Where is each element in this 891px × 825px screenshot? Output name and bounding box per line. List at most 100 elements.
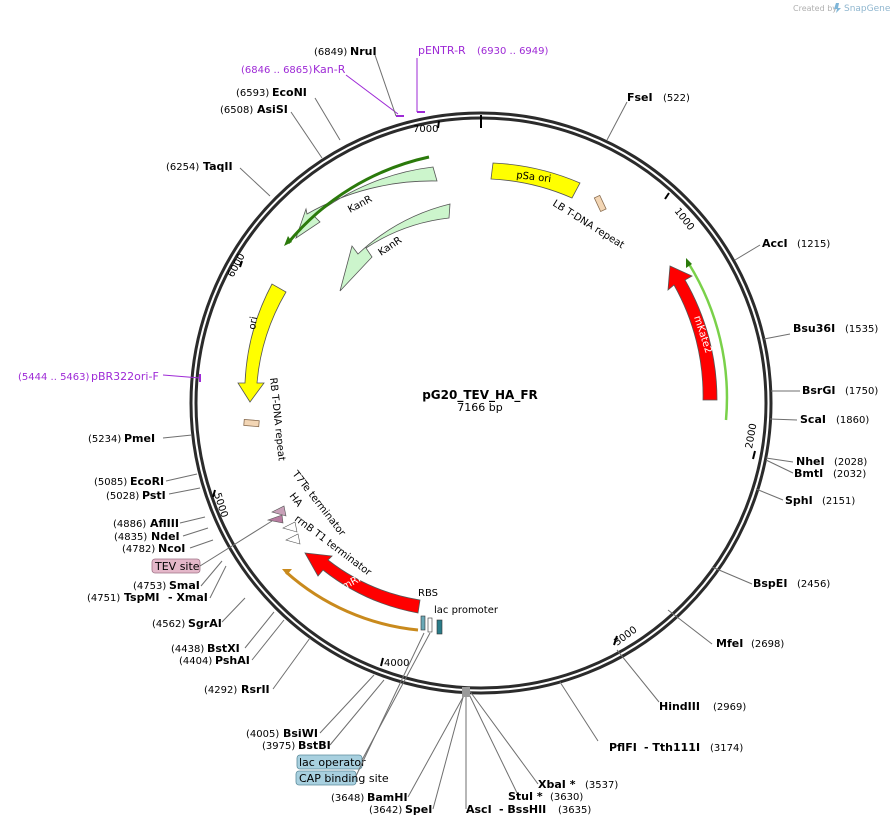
feature-rb-repeat-label: RB T-DNA repeat	[267, 377, 287, 461]
site-bamhi-name: BamHI	[367, 791, 408, 804]
site-mfei-pos: (2698)	[751, 639, 784, 650]
site-pflfi-pos: (3174)	[710, 743, 743, 754]
feature-mrfp1[interactable]	[304, 552, 421, 614]
site-bmti-pos: (2032)	[833, 469, 866, 480]
site-bsrgi-name: BsrGI	[802, 384, 835, 397]
site-acci-name: AccI	[762, 237, 788, 250]
primer-kan-r-leader	[345, 74, 399, 115]
feature-mkate2-orf-track-head	[686, 258, 692, 268]
site-asisi-name: AsiSI	[257, 103, 288, 116]
feature-kanr-inner[interactable]	[339, 203, 451, 292]
site-bsu36i-pos: (1535)	[845, 324, 878, 335]
ring-tick-mark	[664, 192, 670, 200]
ring-tick-mark	[239, 260, 243, 268]
site-ndei-pos: (4835)	[114, 532, 147, 543]
feature-mrfp1-orf-track-head	[282, 569, 292, 575]
site-tth111i-name: - Tth111I	[644, 741, 700, 754]
site-bstbi-name: BstBI	[298, 739, 331, 752]
site-sphi-pos: (2151)	[822, 496, 855, 507]
site-cut-marks	[462, 687, 470, 697]
site-bstbi-pos: (3975)	[262, 741, 295, 752]
site-fsei-pos: (522)	[663, 93, 690, 104]
ring-tick-mark	[437, 120, 440, 129]
feature-rbs[interactable]	[420, 615, 426, 631]
site-pflfi-name: PflFI	[609, 741, 637, 754]
ring-tick-label: 6000	[226, 252, 248, 280]
site-pshai-pos: (4404)	[179, 656, 212, 667]
site-rsrii-pos: (4292)	[204, 685, 237, 696]
site-bstxi-name: BstXI	[207, 642, 240, 655]
feature-rb-repeat[interactable]	[243, 418, 260, 428]
site-asci-name: AscI	[466, 803, 492, 816]
ring-tick-label: 2000	[744, 423, 759, 450]
feature-mkate2-orf-track	[687, 263, 729, 421]
site-ndei-name: NdeI	[151, 530, 180, 543]
primer-pbr322-range: (5444 .. 5463)	[18, 372, 90, 383]
ring-tick-label: 3000	[612, 625, 639, 649]
feature-rrnb-terminator[interactable]	[282, 521, 301, 545]
cap-site-label: CAP binding site	[299, 772, 389, 785]
site-bsrgi-pos: (1750)	[845, 386, 878, 397]
site-bmti-name: BmtI	[794, 467, 823, 480]
site-bsiwi-name: BsiWI	[283, 727, 318, 740]
site-rsrii-name: RsrII	[241, 683, 270, 696]
site-pmei-pos: (5234)	[88, 434, 121, 445]
feature-lb-repeat[interactable]	[593, 194, 607, 213]
feature-psa-ori[interactable]	[490, 162, 581, 199]
site-nhei-pos: (2028)	[834, 457, 867, 468]
site-bsshii-name: - BssHII	[499, 803, 546, 816]
site-xbai-name: XbaI *	[538, 778, 576, 791]
brand-label: SnapGene	[844, 4, 891, 14]
site-scai-pos: (1860)	[836, 415, 869, 426]
site-sphi-name: SphI	[785, 494, 813, 507]
backbone-ring-outer	[189, 111, 773, 695]
site-taqii-name: TaqII	[203, 160, 233, 173]
site-tspmi-pos: (4751)	[87, 593, 120, 604]
primer-kan-r-range: (6846 .. 6865)	[241, 65, 313, 76]
feature-mkate2[interactable]	[667, 265, 718, 401]
cap-site-badge[interactable]	[295, 770, 357, 786]
site-econi-pos: (6593)	[236, 88, 269, 99]
site-stui-name: StuI *	[508, 790, 543, 803]
site-ecori-name: EcoRI	[130, 475, 164, 488]
feature-ha-label: HA	[287, 491, 305, 509]
site-nrui-name: NruI	[350, 45, 377, 58]
plasmid-length: 7166 bp	[457, 401, 502, 414]
feature-t7te-terminator[interactable]	[271, 505, 287, 517]
cap-site-leader	[355, 632, 425, 777]
feature-ori[interactable]	[237, 283, 287, 403]
site-econi-name: EcoNI	[272, 86, 307, 99]
feature-ha-tag[interactable]	[266, 514, 284, 524]
site-bstxi-pos: (4438)	[171, 644, 204, 655]
feature-ori-label: ori	[247, 316, 260, 331]
lac-operator-badge[interactable]	[296, 754, 363, 770]
site-bspei-name: BspEI	[753, 577, 787, 590]
site-leader-lines	[162, 54, 800, 810]
site-taqii-pos: (6254)	[166, 162, 199, 173]
primer-kan-r-name: Kan-R	[313, 63, 346, 76]
lac-operator-label: lac operator	[299, 756, 366, 769]
site-smai-name: SmaI	[169, 579, 200, 592]
site-tspmi-name: TspMI	[124, 591, 160, 604]
site-bsu36i-name: Bsu36I	[793, 322, 835, 335]
feature-kanr-orf-track	[286, 155, 430, 244]
site-mfei-name: MfeI	[716, 637, 743, 650]
ring-tick-mark	[212, 489, 216, 498]
site-bsiwi-pos: (4005)	[246, 729, 279, 740]
ring-tick-mark	[752, 450, 756, 460]
site-ncoi-pos: (4782)	[122, 544, 155, 555]
site-asci-pos: (3635)	[558, 805, 591, 816]
feature-lac-promoter[interactable]	[436, 619, 443, 635]
site-bamhi-pos: (3648)	[331, 793, 364, 804]
site-spei-pos: (3642)	[369, 805, 402, 816]
feature-kanr-outer[interactable]	[295, 166, 438, 239]
site-xmai-name: - XmaI	[168, 591, 208, 604]
site-xbai-pos: (3537)	[585, 780, 618, 791]
site-bspei-pos: (2456)	[797, 579, 830, 590]
site-asisi-pos: (6508)	[220, 105, 253, 116]
site-nrui-pos: (6849)	[314, 47, 347, 58]
feature-lac-operator-mark[interactable]	[427, 617, 433, 633]
site-smai-pos: (4753)	[133, 581, 166, 592]
site-spei-name: SpeI	[405, 803, 432, 816]
snapgene-logo-icon	[834, 3, 841, 13]
